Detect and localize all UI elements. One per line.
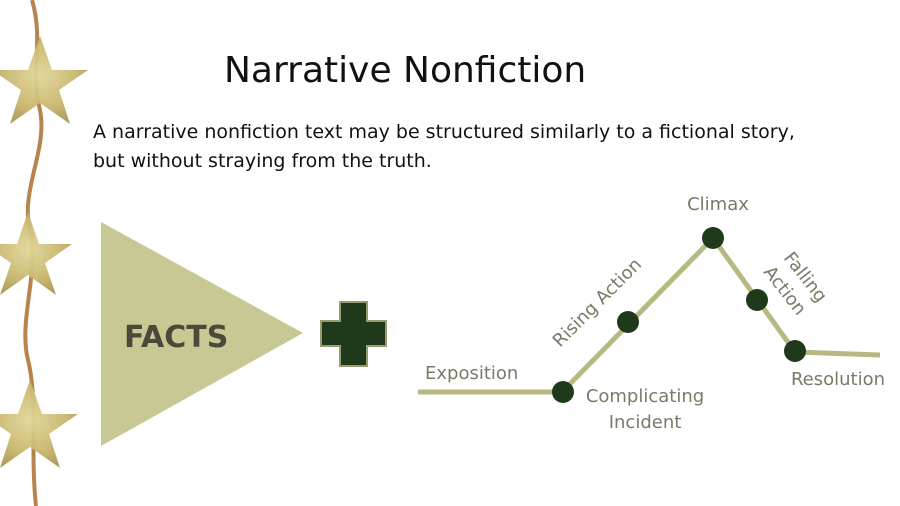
body-text: A narrative nonfiction text may be struc… — [93, 118, 853, 176]
page-title-text: Narrative Nonfiction — [224, 50, 587, 91]
node-complicating-incident — [552, 381, 574, 403]
facts-label: FACTS — [124, 320, 228, 355]
plus-icon — [320, 301, 387, 367]
label-climax: Climax — [687, 194, 749, 215]
body-line-2: but without straying from the truth. — [93, 150, 432, 172]
label-exposition: Exposition — [425, 363, 518, 384]
label-complicating-1: Complicating — [586, 386, 704, 407]
node-rising-action — [617, 311, 639, 333]
label-complicating-2: Incident — [609, 412, 682, 433]
body-line-1: A narrative nonfiction text may be struc… — [93, 121, 795, 143]
label-rising-action: Rising Action — [549, 254, 646, 351]
star-icon — [0, 212, 72, 295]
star-garland — [0, 0, 88, 506]
facts-triangle — [101, 222, 303, 446]
node-falling-action — [746, 289, 768, 311]
star-icon — [0, 380, 78, 468]
label-resolution: Resolution — [791, 369, 885, 390]
star-icon — [0, 36, 88, 124]
node-resolution — [784, 340, 806, 362]
node-climax — [702, 227, 724, 249]
